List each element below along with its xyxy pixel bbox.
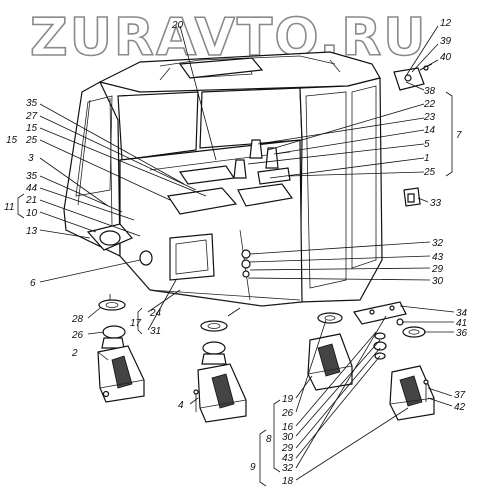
- cab-body: [63, 51, 383, 307]
- label-35-top: 35: [26, 98, 38, 109]
- label-10: 10: [26, 208, 38, 219]
- label-11: 11: [4, 202, 14, 213]
- front-center-mount-4: [193, 320, 247, 423]
- label-22: 22: [423, 99, 436, 110]
- label-37: 37: [454, 390, 466, 401]
- label-5: 5: [424, 139, 430, 150]
- label-43-upper: 43: [432, 252, 444, 263]
- label-17: 17: [130, 318, 142, 329]
- label-9: 9: [250, 462, 256, 473]
- label-21: 21: [25, 195, 37, 206]
- label-16: 16: [282, 422, 294, 433]
- bushing-stack: [373, 332, 387, 360]
- label-26-left: 26: [71, 330, 84, 341]
- label-42: 42: [454, 402, 466, 413]
- label-40: 40: [440, 52, 452, 63]
- rear-far-right-mount: [389, 365, 435, 421]
- label-32-upper: 32: [432, 238, 444, 249]
- label-27: 27: [25, 111, 38, 122]
- label-32-lower: 32: [282, 463, 294, 474]
- label-33: 33: [430, 198, 442, 209]
- label-34: 34: [456, 308, 468, 319]
- label-43-lower: 43: [282, 453, 294, 464]
- label-6: 6: [30, 278, 36, 289]
- label-25-left: 25: [25, 135, 38, 146]
- label-3: 3: [28, 153, 34, 164]
- front-left-mount-2: [97, 299, 145, 403]
- watermark-text: ZURAVTO.RU: [30, 8, 427, 68]
- label-39: 39: [440, 36, 452, 47]
- label-24: 24: [149, 308, 162, 319]
- label-8: 8: [266, 434, 272, 445]
- label-30-upper: 30: [432, 276, 444, 287]
- hatch-frame-31: [169, 233, 215, 281]
- label-19: 19: [282, 394, 294, 405]
- label-44: 44: [26, 183, 38, 194]
- rear-right-mount-19: [307, 312, 353, 391]
- label-4: 4: [178, 400, 184, 411]
- handle-6: [139, 250, 153, 266]
- label-15-pair: 15: [6, 135, 18, 146]
- label-18: 18: [282, 476, 294, 487]
- left-bushings: [241, 249, 251, 278]
- label-7: 7: [456, 130, 462, 141]
- side-cover-13: [86, 223, 133, 251]
- rear-plate-34: [353, 301, 426, 338]
- label-31: 31: [150, 326, 161, 337]
- clip-33: [403, 187, 421, 207]
- leader-lines: [17, 25, 455, 487]
- label-20: 20: [171, 20, 184, 31]
- label-29-lower: 29: [281, 443, 294, 454]
- label-13: 13: [26, 226, 38, 237]
- upper-mount-bumpers: [233, 139, 291, 185]
- label-28: 28: [71, 314, 84, 325]
- label-1: 1: [424, 153, 430, 164]
- label-36: 36: [456, 328, 468, 339]
- label-41: 41: [456, 318, 467, 329]
- label-15: 15: [26, 123, 38, 134]
- label-23: 23: [423, 112, 436, 123]
- label-12: 12: [440, 18, 452, 29]
- label-14: 14: [424, 125, 436, 136]
- label-38: 38: [424, 86, 436, 97]
- label-26-right: 26: [281, 408, 294, 419]
- label-30-lower: 30: [282, 432, 294, 443]
- callout-labels: 20 12 39 40 38 22 23 14 7 5 1 25 33 35 2…: [4, 18, 468, 487]
- label-25-right: 25: [423, 167, 436, 178]
- label-35-lower: 35: [26, 171, 38, 182]
- label-29-upper: 29: [431, 264, 444, 275]
- label-2: 2: [71, 348, 78, 359]
